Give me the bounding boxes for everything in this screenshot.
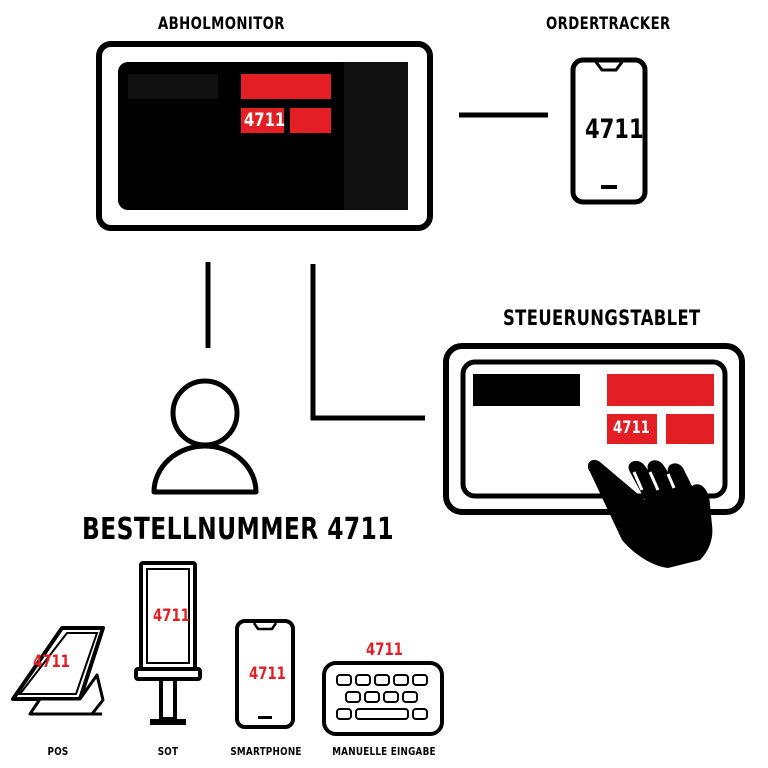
tablet-red-block (607, 374, 714, 406)
tablet-order-tile (607, 414, 657, 444)
pointing-hand-icon (587, 459, 713, 568)
ordertracker-title: ORDERTRACKER (546, 14, 671, 34)
pos-terminal-icon (11, 626, 105, 716)
tablet-red-block (666, 414, 714, 444)
device-label-manual-input: MANUELLE EINGABE (332, 745, 436, 758)
connector-line (310, 264, 425, 421)
keyboard-order-number: 4711 (366, 640, 403, 660)
tablet-placeholder-block (473, 374, 580, 406)
smartphone-order-number: 4711 (249, 664, 286, 684)
tablet-order-number: 4711 (613, 418, 650, 438)
monitor-placeholder-block (128, 74, 218, 99)
steuerungstablet-title: STEUERUNGSTABLET (503, 306, 701, 330)
pos-order-number: 4711 (33, 652, 70, 672)
device-label-smartphone: SMARTPHONE (230, 745, 302, 758)
abholmonitor-display (96, 41, 433, 231)
device-label-sot: SOT (157, 745, 179, 758)
keyboard-icon (322, 661, 444, 736)
smartphone-icon (235, 619, 295, 729)
monitor-order-tile (241, 108, 284, 133)
order-number-caption: BESTELLNUMMER 4711 (82, 512, 394, 547)
tracker-order-number: 4711 (585, 114, 644, 145)
monitor-red-block (290, 108, 331, 133)
ordertracker-phone (570, 57, 648, 205)
person-icon (151, 378, 259, 495)
monitor-order-number: 4711 (244, 109, 286, 131)
abholmonitor-title: ABHOLMONITOR (158, 14, 285, 34)
kiosk-icon (134, 561, 202, 725)
sot-order-number: 4711 (153, 606, 190, 626)
monitor-red-block (241, 74, 331, 99)
device-label-pos: POS (47, 745, 69, 758)
